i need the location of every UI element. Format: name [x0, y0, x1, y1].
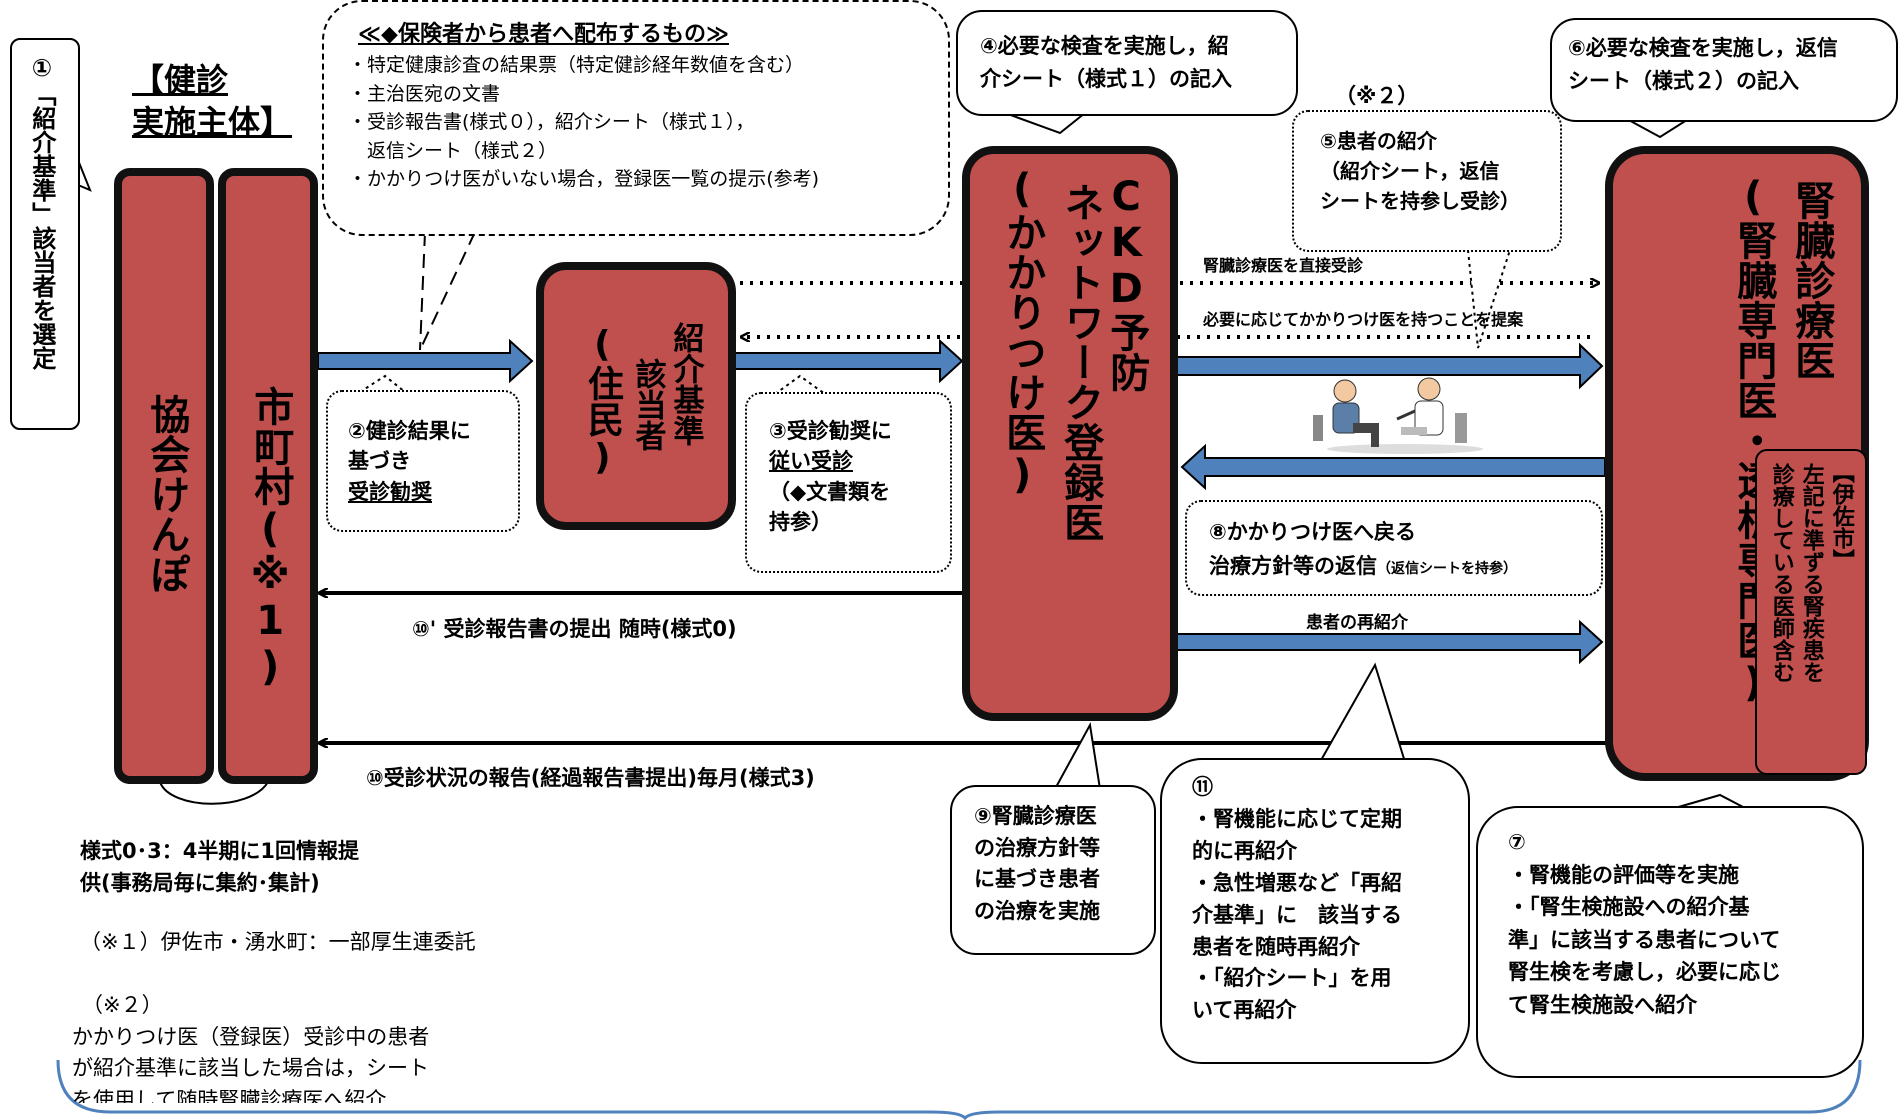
step8-callout: ⑧かかりつけ医へ戻る 治療方針等の返信（返信シートを持参）	[1185, 500, 1603, 596]
renal-label-col1: 腎臓診療医	[1788, 180, 1835, 380]
selection-criteria-callout: ①「紹介基準」該当者を選定	[10, 38, 80, 430]
resident-label-col3: (住民)	[581, 324, 623, 478]
isa-note-col2: 左記に準ずる腎疾患を	[1798, 463, 1824, 683]
ckd-label-col2: ネットワーク登録医	[1057, 182, 1104, 542]
kyokai-kenpo-label: 協会けんぽ	[143, 394, 190, 594]
resident-label-col1: 紹介基準	[667, 322, 704, 446]
kyokai-city-link	[159, 781, 269, 805]
footnote-2: （※２） かかりつけ医（登録医）受診中の患者 が紹介基準に該当した場合は，シート…	[72, 993, 430, 1103]
ckd-label-col1: CKD予防	[1103, 174, 1150, 392]
note2-marker: （※２）	[1335, 84, 1419, 108]
arrow-resident-to-ckd	[734, 338, 964, 384]
insurer-distribution-callout: ≪◆保険者から患者へ配布するもの≫ ・特定健康診査の結果票（特定健診経年数値を含…	[322, 0, 950, 236]
step4-callout: ④必要な検査を実施し，紹 介シート（様式１）の記入	[956, 10, 1298, 116]
insurer-item: 返信シート（様式２）	[348, 139, 558, 162]
step2-callout: ②健診結果に 基づき 受診勧奨	[326, 390, 520, 532]
step9-callout: ⑨腎臓診療医 の治療方針等 に基づき患者 の治療を実施	[950, 785, 1156, 955]
step11-callout: ⑪ ・腎機能に応じて定期 的に再紹介 ・急性増悪など「再紹 介基準」に 該当する…	[1160, 758, 1470, 1064]
selection-criteria-text: ①「紹介基準」該当者を選定	[27, 54, 56, 370]
isa-note-col1: 【伊佐市】	[1828, 461, 1854, 571]
implementer-heading: 【健診 実施主体】	[132, 61, 293, 141]
insurer-item: ・特定健康診査の結果票（特定健診経年数値を含む）	[348, 54, 805, 76]
step7-callout: ⑦ ・腎機能の評価等を実施 ・「腎生検施設への紹介基 準」に該当する患者について…	[1476, 806, 1864, 1078]
doctor-patient-consultation-icon	[1313, 377, 1483, 454]
insurer-item: ・主治医宛の文書	[348, 82, 501, 105]
renal-specialist-box: 腎臓診療医 (腎臓専門医・透析専門医) 【伊佐市】 左記に準ずる腎疾患を 診療し…	[1605, 146, 1869, 781]
resident-box: 紹介基準 該当者 (住民)	[536, 262, 736, 530]
step3-callout: ③受診勧奨に 従い受診 （◆文書類を 持参）	[745, 392, 952, 573]
insurer-item: ・かかりつけ医がいない場合，登録医一覧の提示(参考)	[348, 168, 820, 190]
municipality-label: 市町村(※1)	[247, 386, 294, 690]
ckd-label-col3: (かかりつけ医)	[999, 166, 1046, 498]
ckd-network-doctor-box: CKD予防 ネットワーク登録医 (かかりつけ医)	[962, 146, 1178, 721]
suggest-gp-label: 必要に応じてかかりつけ医を持つことを提案	[1203, 310, 1524, 329]
footnote-1: （※１）伊佐市・湧水町：一部厚生連委託	[80, 930, 476, 954]
report-monthly-label: ⑩受診状況の報告(経過報告書提出)毎月(様式3)	[366, 766, 815, 790]
step6-callout: ⑥必要な検査を実施し，返信 シート（様式２）の記入	[1550, 18, 1898, 122]
isa-note-col3: 診療している医師含む	[1768, 463, 1794, 683]
direct-visit-label: 腎臓診療医を直接受診	[1203, 256, 1364, 275]
resident-label-col2: 該当者	[629, 358, 666, 451]
arrow-city-to-resident	[317, 338, 534, 384]
isa-note-box: 【伊佐市】 左記に準ずる腎疾患を 診療している医師含む	[1755, 449, 1867, 775]
kyokai-kenpo-box: 協会けんぽ	[114, 168, 214, 784]
rereferral-label: 患者の再紹介	[1306, 613, 1408, 633]
format-note: 様式0･3：4半期に1回情報提 供(事務局毎に集約･集計)	[80, 839, 359, 895]
municipality-box: 市町村(※1)	[218, 168, 318, 784]
insurer-distribution-title: ≪◆保険者から患者へ配布するもの≫	[358, 22, 729, 47]
report-anytime-label: ⑩' 受診報告書の提出 随時(様式0)	[412, 617, 737, 641]
step5-callout: ⑤患者の紹介 （紹介シート，返信 シートを持参し受診）	[1292, 110, 1562, 252]
insurer-item: ・受診報告書(様式０），紹介シート（様式１），	[348, 111, 755, 133]
